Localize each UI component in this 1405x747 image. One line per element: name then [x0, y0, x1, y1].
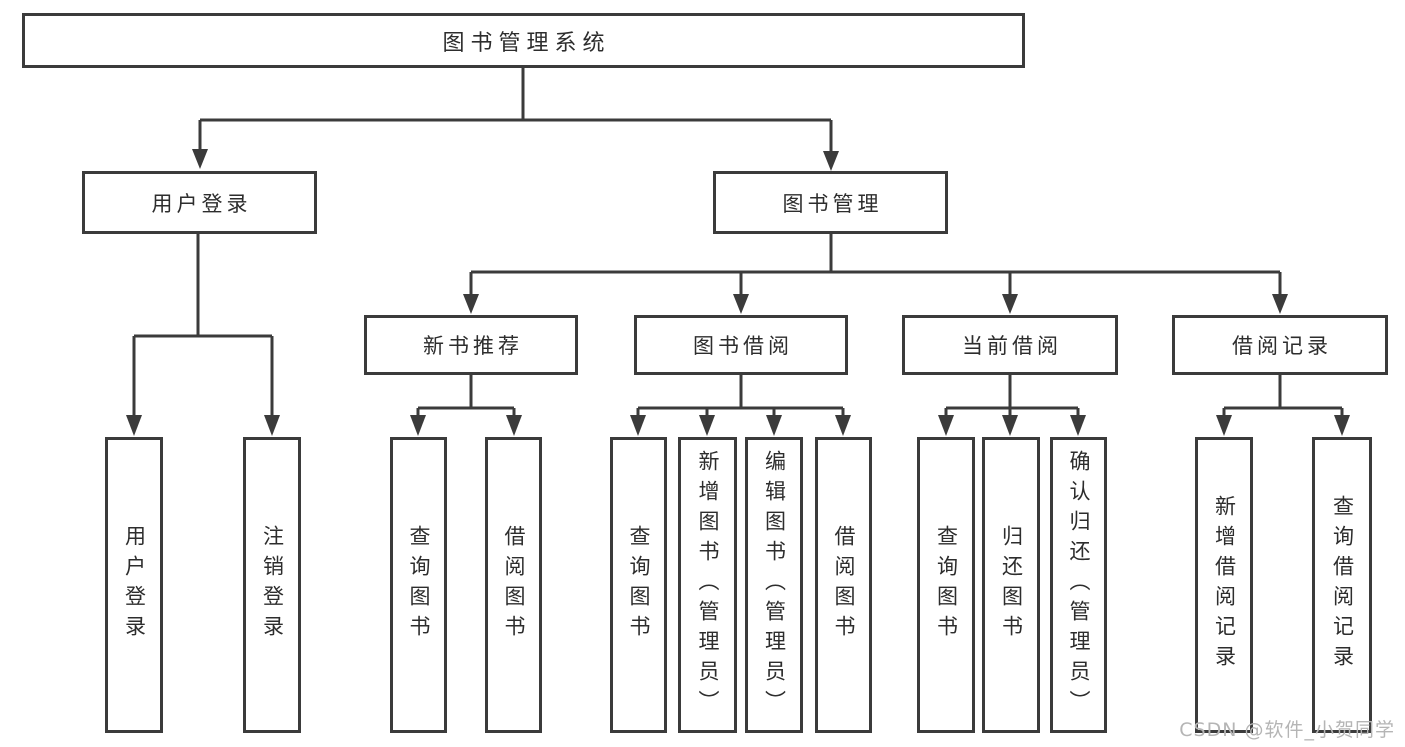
node-label: 归还图书	[999, 525, 1024, 645]
node-user-login: 用户登录	[82, 171, 317, 234]
node-bb-edit-books: 编辑图书（管理员）	[745, 437, 803, 733]
node-book-borrow: 图书借阅	[634, 315, 848, 375]
node-label: 查询图书	[934, 525, 959, 645]
node-br-add-record: 新增借阅记录	[1195, 437, 1253, 733]
node-new-book-rec: 新书推荐	[364, 315, 578, 375]
node-nb-borrow-books: 借阅图书	[485, 437, 542, 733]
node-cb-confirm-return: 确认归还（管理员）	[1050, 437, 1107, 733]
node-label: 借阅图书	[502, 525, 526, 645]
node-label: 编辑图书（管理员）	[762, 450, 787, 720]
node-label: 新增借阅记录	[1212, 495, 1237, 675]
node-nb-query-books: 查询图书	[390, 437, 447, 733]
node-bb-borrow-books: 借阅图书	[815, 437, 872, 733]
node-label: 新增图书（管理员）	[696, 450, 720, 720]
node-label: 注销登录	[260, 525, 285, 645]
node-borrow-records: 借阅记录	[1172, 315, 1388, 375]
node-label: 图书管理系统	[442, 30, 611, 56]
node-cb-query-books: 查询图书	[917, 437, 975, 733]
node-label: 借阅记录	[1232, 334, 1332, 358]
csdn-watermark: CSDN @软件_小贺同学	[1179, 719, 1395, 741]
node-book-mgmt: 图书管理	[713, 171, 948, 234]
node-label: 用户登录	[122, 525, 147, 645]
node-label: 确认归还（管理员）	[1067, 450, 1091, 720]
node-label: 图书管理	[782, 191, 883, 216]
node-root: 图书管理系统	[22, 13, 1025, 68]
node-label: 图书借阅	[693, 334, 793, 358]
node-label: 查询图书	[407, 525, 431, 645]
node-cb-return-books: 归还图书	[982, 437, 1040, 733]
node-ul-logout: 注销登录	[243, 437, 301, 733]
node-bb-query-books: 查询图书	[610, 437, 667, 733]
node-bb-add-books: 新增图书（管理员）	[678, 437, 737, 733]
node-label: 新书推荐	[423, 334, 523, 358]
node-label: 当前借阅	[962, 334, 1062, 358]
node-ul-user-login: 用户登录	[105, 437, 163, 733]
node-br-query-record: 查询借阅记录	[1312, 437, 1372, 733]
node-current-borrow: 当前借阅	[902, 315, 1118, 375]
node-label: 查询借阅记录	[1330, 495, 1355, 675]
node-label: 借阅图书	[832, 525, 856, 645]
node-label: 用户登录	[151, 191, 252, 216]
node-label: 查询图书	[627, 525, 651, 645]
